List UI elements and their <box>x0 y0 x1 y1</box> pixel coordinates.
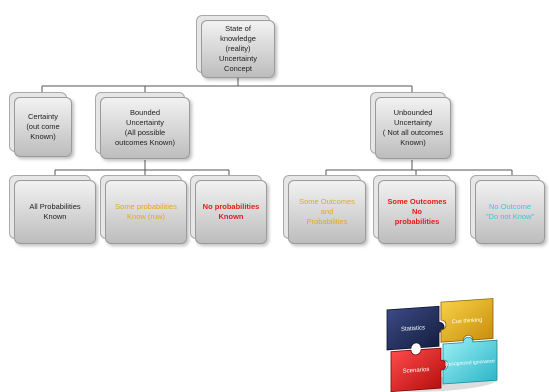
root-line-5: Concept <box>224 64 252 74</box>
certainty-line-2: (out come <box>26 121 60 131</box>
no-prob-line-1: No probabilities <box>202 201 260 211</box>
all-prob-line-1: All Probabilities <box>29 201 81 211</box>
node-some-probabilities-known: Some probabilities Know (ruw) <box>105 180 187 244</box>
puzzle-label-statistics: Statistics <box>401 325 425 333</box>
some-outcomes-prob-line-2: Probabilities <box>306 217 348 227</box>
node-no-probabilities-known: No probabilities Known <box>195 180 267 244</box>
root-line-2: knowledge <box>220 33 256 43</box>
root-node-state-of-knowledge: State of knowledge (reality) Uncertainty… <box>201 20 275 78</box>
certainty-line-1: Certainty <box>27 111 58 121</box>
all-prob-line-2: Known <box>43 212 67 221</box>
root-line-3: (reality) <box>225 43 251 53</box>
some-outcomes-prob-line-1: Some Outcomes and <box>299 196 355 216</box>
node-certainty: Certainty (out come Known) <box>14 97 72 157</box>
node-no-outcomes-do-not-know: No Outcome "Do not Know" <box>475 180 545 244</box>
node-all-probabilities-known: All Probabilities Known <box>14 180 96 244</box>
bounded-line-4: outcomes Known) <box>114 138 176 148</box>
puzzle-label-bottom-right: Recognized ignorance <box>445 358 495 367</box>
some-prob-line-2: Know (ruw) <box>127 212 165 221</box>
no-outcomes-line-1: No Outcome <box>488 201 532 211</box>
puzzle-piece-statistics <box>386 305 445 351</box>
puzzle-graphic: Statistics Cue thinking Scenarios Recogn… <box>386 298 498 392</box>
bounded-line-1: Bounded <box>129 107 161 117</box>
unbounded-line-1: Unbounded <box>393 107 433 117</box>
unbounded-line-4: Known) <box>400 138 426 148</box>
certainty-line-3: Known) <box>30 132 56 142</box>
puzzle-label-scenarios: Scenarios <box>403 367 430 375</box>
unbounded-line-2: Uncertainty <box>394 117 432 127</box>
some-outcomes-no-prob-line-1: Some Outcomes No <box>387 196 447 216</box>
bounded-line-2: Uncertainty <box>126 117 164 127</box>
root-line-4: Uncertainty <box>219 54 257 64</box>
puzzle-label-top-right: Cue thinking <box>452 317 483 325</box>
puzzle-piece-scenarios <box>390 347 447 392</box>
some-prob-line-1: Some probabilities <box>115 201 177 211</box>
node-some-outcomes-and-probabilities: Some Outcomes and Probabilities <box>288 180 366 244</box>
node-bounded-uncertainty: Bounded Uncertainty (All possible outcom… <box>100 97 190 159</box>
node-some-outcomes-no-probabilities: Some Outcomes No probabilities <box>378 180 456 244</box>
no-outcomes-line-2: "Do not Know" <box>485 212 535 221</box>
node-unbounded-uncertainty: Unbounded Uncertainty ( Not all outcomes… <box>375 97 451 159</box>
unbounded-line-3: ( Not all outcomes <box>382 128 444 137</box>
bounded-line-3: (All possible <box>124 128 166 137</box>
root-line-1: State of <box>225 23 251 33</box>
puzzle-piece-recognized-ignorance <box>442 336 498 385</box>
some-outcomes-no-prob-line-2: probabilities <box>394 217 440 227</box>
no-prob-line-2: Known <box>218 212 244 221</box>
